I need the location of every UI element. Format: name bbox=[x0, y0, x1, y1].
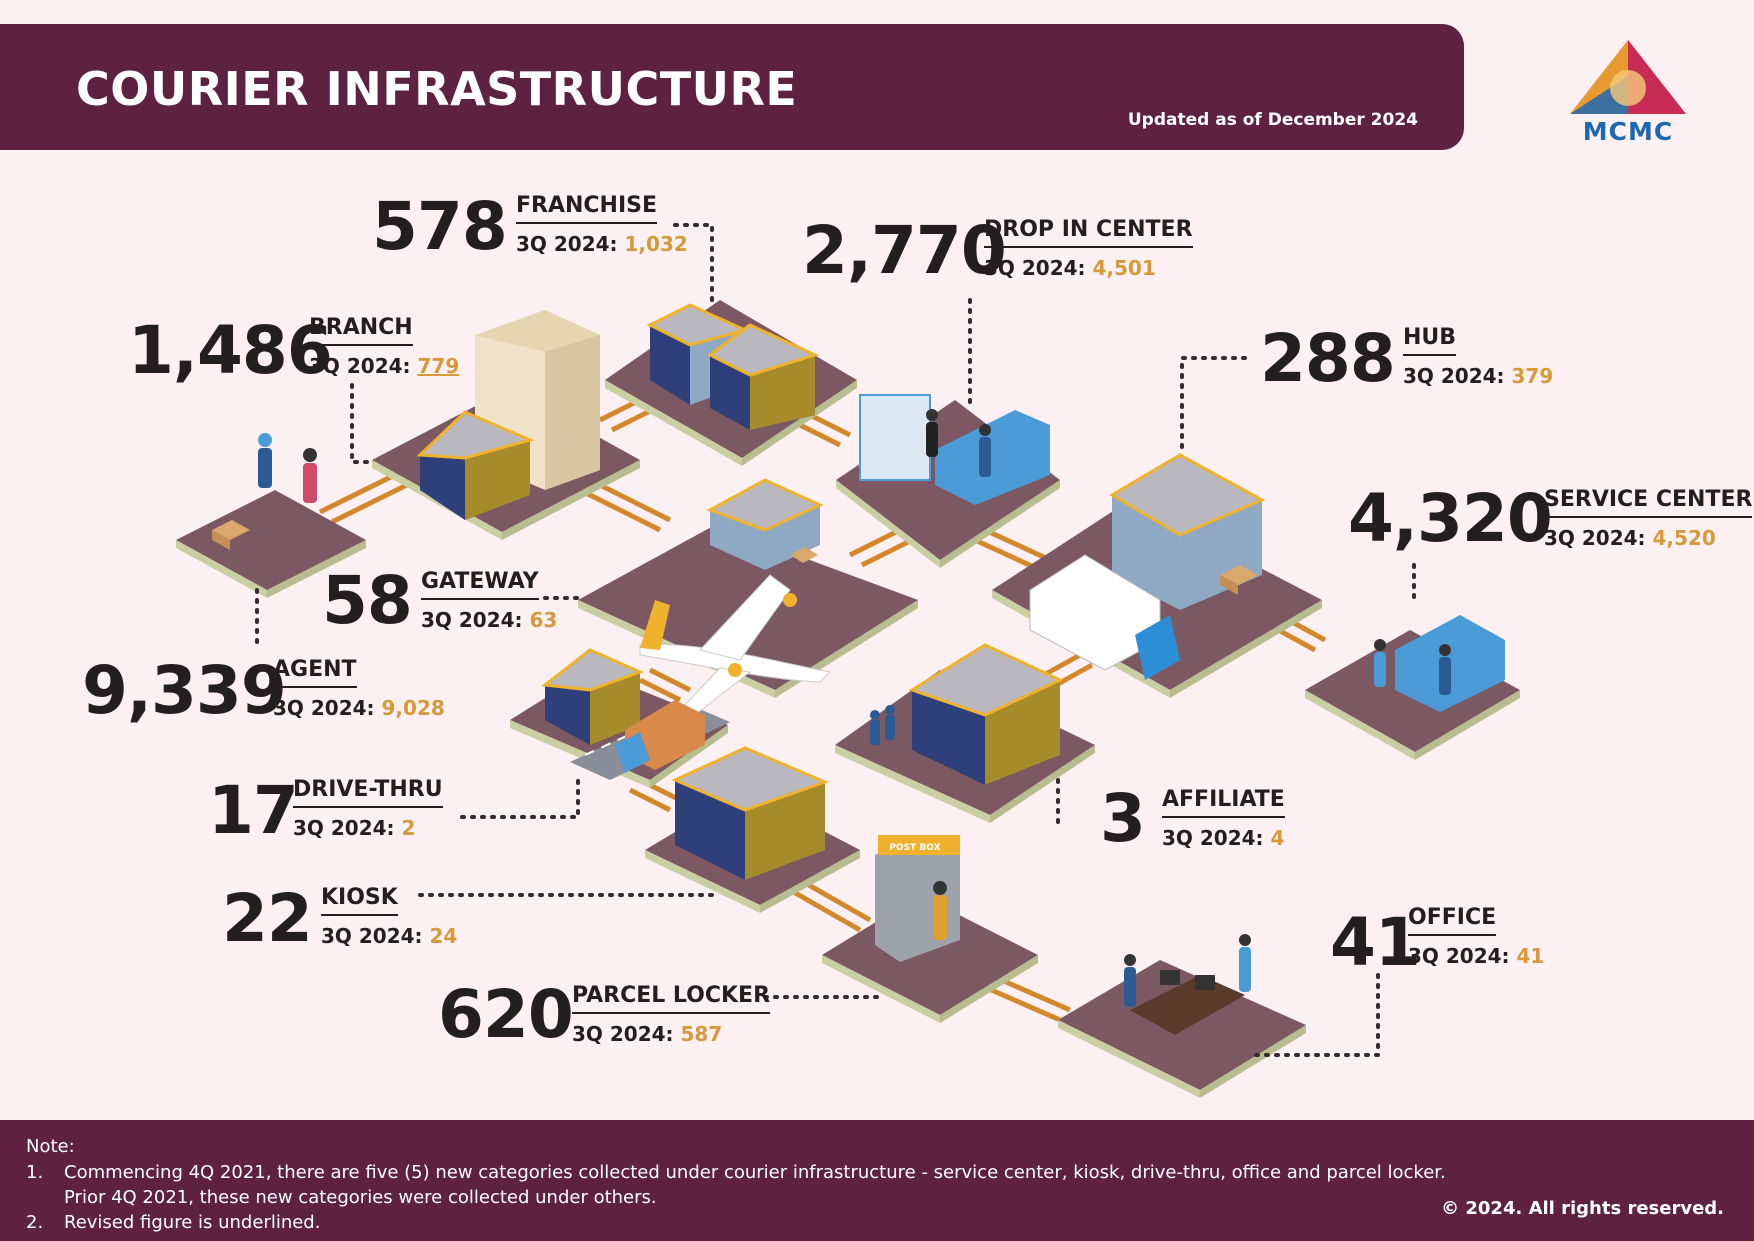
prev-value: 587 bbox=[680, 1022, 723, 1047]
stat-label: KIOSK bbox=[321, 885, 398, 917]
stat-value: 578 bbox=[372, 188, 508, 265]
building-drive-thru bbox=[541, 648, 645, 745]
connector-roads bbox=[318, 377, 1327, 1023]
stat-label: HUB bbox=[1403, 325, 1457, 357]
note-item: 2.Revised figure is underlined. bbox=[26, 1212, 321, 1233]
logo-text: MCMC bbox=[1582, 117, 1674, 146]
copyright: © 2024. All rights reserved. bbox=[1441, 1198, 1724, 1219]
building-affiliate bbox=[908, 643, 1064, 785]
prev-value: 1,032 bbox=[624, 232, 688, 257]
stat-value: 4,320 bbox=[1348, 480, 1553, 557]
leader-lines bbox=[255, 223, 1416, 1057]
prev-prefix: 3Q 2024: bbox=[309, 354, 418, 379]
stat-label: OFFICE bbox=[1408, 905, 1497, 937]
stat-value: 22 bbox=[222, 880, 313, 957]
prev-value: 9,028 bbox=[381, 696, 445, 721]
truck-icon bbox=[1029, 554, 1180, 680]
stat-label: DRIVE-THRU bbox=[293, 777, 443, 809]
note-title: Note: bbox=[26, 1136, 75, 1157]
stat-value: 2,770 bbox=[802, 212, 1007, 289]
updated-date: Updated as of December 2024 bbox=[1127, 110, 1418, 130]
building-franchise-2 bbox=[707, 323, 820, 430]
footer-notes: Note: 1.Commencing 4Q 2021, there are fi… bbox=[0, 1120, 1754, 1241]
note-item: 1.Commencing 4Q 2021, there are five (5)… bbox=[26, 1162, 1446, 1183]
stat-label: SERVICE CENTER bbox=[1544, 487, 1753, 519]
prev-value: 63 bbox=[529, 608, 558, 633]
building-gateway-warehouse bbox=[706, 478, 824, 570]
prev-prefix: 3Q 2024: bbox=[984, 256, 1093, 281]
prev-value: 4 bbox=[1270, 826, 1285, 851]
stat-value: 288 bbox=[1260, 320, 1396, 397]
airplane-icon bbox=[639, 574, 832, 716]
stat-label: BRANCH bbox=[309, 315, 413, 347]
header-banner: COURIER INFRASTRUCTURE Updated as of Dec… bbox=[0, 24, 1464, 150]
prev-value: 2 bbox=[401, 816, 416, 841]
stat-value: 1,486 bbox=[128, 312, 333, 389]
prev-prefix: 3Q 2024: bbox=[421, 608, 530, 633]
parcel-locker-icon: POST BOX bbox=[875, 835, 960, 962]
stat-label: FRANCHISE bbox=[516, 193, 658, 225]
prev-prefix: 3Q 2024: bbox=[572, 1022, 681, 1047]
prev-value: 24 bbox=[429, 924, 458, 949]
stat-label: PARCEL LOCKER bbox=[572, 983, 771, 1015]
prev-value: 41 bbox=[1516, 944, 1545, 969]
prev-prefix: 3Q 2024: bbox=[1403, 364, 1512, 389]
prev-value: 4,501 bbox=[1092, 256, 1156, 281]
stat-value: 41 bbox=[1330, 904, 1421, 981]
stat-label: AGENT bbox=[273, 657, 357, 689]
stat-value: 3 bbox=[1100, 780, 1146, 857]
office-desk-icon bbox=[1130, 970, 1245, 1035]
box-icons bbox=[212, 520, 1258, 595]
mcmc-logo: MCMC bbox=[1560, 36, 1696, 146]
stat-label: DROP IN CENTER bbox=[984, 217, 1193, 249]
prev-prefix: 3Q 2024: bbox=[516, 232, 625, 257]
people-icons bbox=[258, 409, 1451, 1007]
platform-agent bbox=[176, 490, 366, 598]
stat-value: 58 bbox=[322, 562, 413, 639]
note-item: Prior 4Q 2021, these new categories were… bbox=[64, 1187, 657, 1208]
prev-value-revised: 779 bbox=[417, 354, 460, 379]
building-hub-warehouse bbox=[1109, 453, 1266, 610]
prev-prefix: 3Q 2024: bbox=[321, 924, 430, 949]
stat-label: GATEWAY bbox=[421, 569, 539, 601]
prev-prefix: 3Q 2024: bbox=[1544, 526, 1653, 551]
stat-value: 17 bbox=[208, 772, 299, 849]
prev-prefix: 3Q 2024: bbox=[293, 816, 402, 841]
stat-value: 9,339 bbox=[82, 652, 287, 729]
prev-prefix: 3Q 2024: bbox=[273, 696, 382, 721]
prev-prefix: 3Q 2024: bbox=[1408, 944, 1517, 969]
van-icon bbox=[615, 700, 705, 773]
stat-label: AFFILIATE bbox=[1162, 787, 1285, 819]
page-title: COURIER INFRASTRUCTURE bbox=[76, 62, 798, 116]
prev-value: 379 bbox=[1511, 364, 1554, 389]
post-box-label: POST BOX bbox=[889, 843, 940, 853]
stat-value: 620 bbox=[438, 976, 574, 1053]
infrastructure-illustration: POST BOX bbox=[176, 223, 1520, 1098]
building-kiosk bbox=[671, 746, 830, 880]
mcmc-triangle-logo-icon bbox=[1570, 40, 1686, 114]
building-drop-in-counter bbox=[859, 394, 1050, 505]
prev-value: 4,520 bbox=[1652, 526, 1716, 551]
building-branch-shop bbox=[416, 410, 535, 520]
prev-prefix: 3Q 2024: bbox=[1162, 826, 1271, 851]
